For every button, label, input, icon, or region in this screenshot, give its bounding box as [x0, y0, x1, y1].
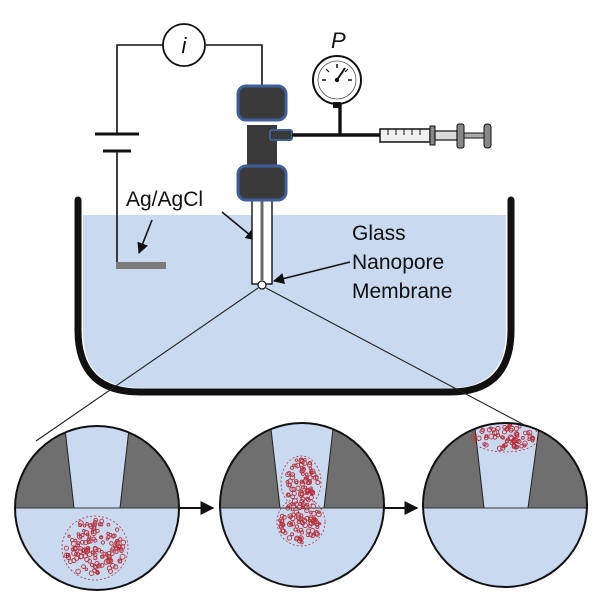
glass-capillary	[251, 195, 273, 290]
ammeter-icon: i	[162, 23, 206, 67]
current-symbol: i	[182, 33, 188, 58]
stage-particle-translocating	[219, 422, 385, 588]
beaker	[74, 196, 515, 396]
stage-particle-approach	[14, 425, 180, 591]
arrow-icon	[221, 211, 257, 241]
electrode-label: Ag/AgCl	[126, 188, 203, 211]
membrane-label-line2: Nanopore	[352, 251, 444, 274]
membrane-label-line3: Membrane	[352, 280, 452, 303]
pipette-holder	[236, 84, 293, 202]
circuit-wires	[116, 44, 263, 262]
arrow-icon	[137, 219, 153, 255]
pressure-symbol: P	[331, 28, 346, 53]
syringe-icon	[379, 123, 492, 149]
arrow-icon	[272, 261, 351, 284]
pressure-gauge-icon	[312, 55, 362, 108]
nanoparticle-cluster	[61, 515, 129, 581]
ag-agcl-electrode	[116, 262, 166, 269]
membrane-label-line1: Glass	[352, 222, 406, 245]
battery-icon	[95, 132, 139, 153]
stage-particle-passed	[422, 422, 588, 588]
nanoparticle-cluster	[276, 455, 326, 547]
nanoparticle-cluster	[470, 423, 540, 453]
electrolyte-solution	[83, 215, 506, 388]
magnification-lines	[35, 287, 531, 442]
